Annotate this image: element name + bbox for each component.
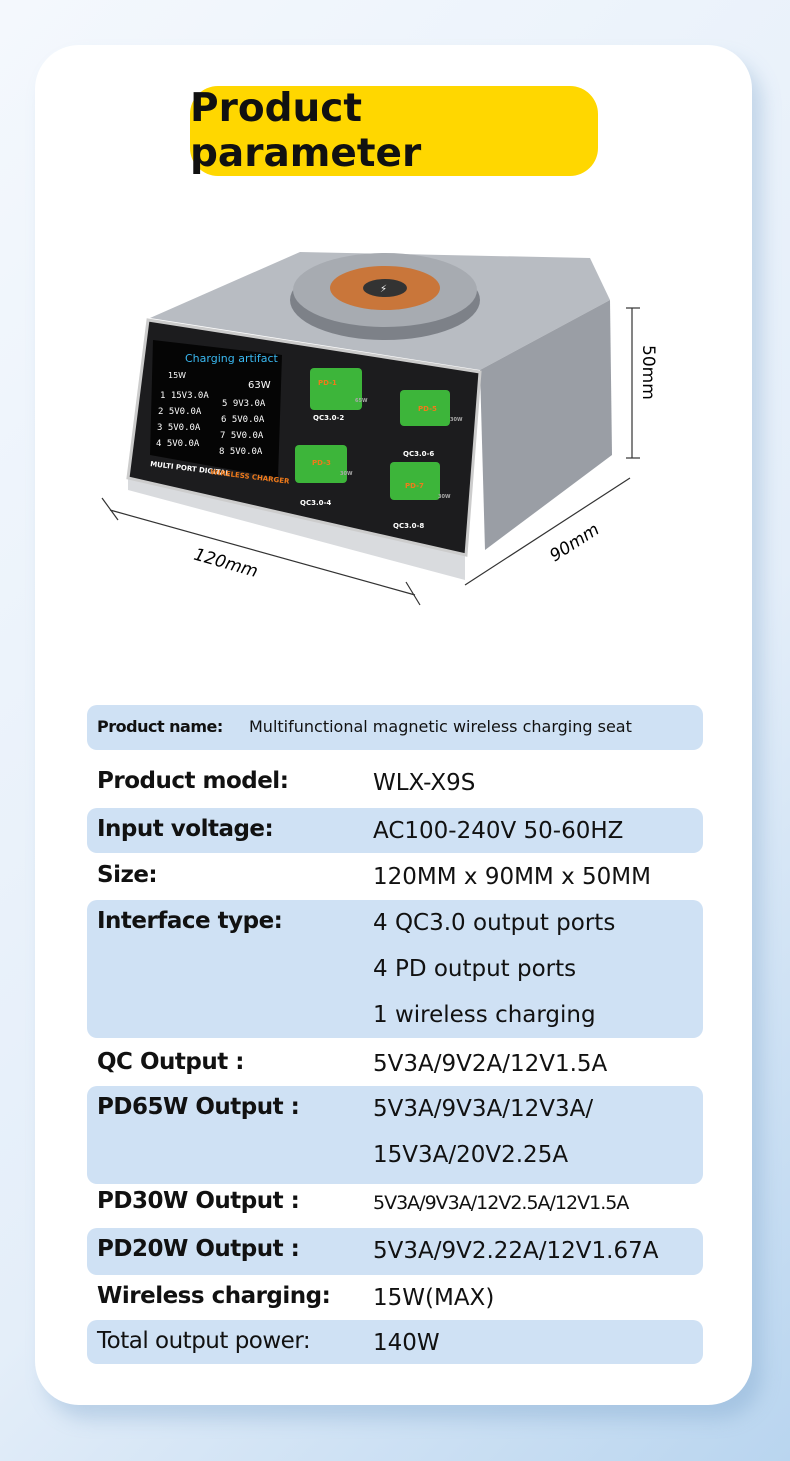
- spec-value: 1 wireless charging: [373, 1002, 596, 1028]
- spec-row-wireless: Wireless charging: 15W(MAX): [87, 1275, 703, 1320]
- port-label: PD-5: [418, 405, 437, 413]
- spec-label: PD30W Output :: [97, 1188, 300, 1214]
- port-label: QC3.0-4: [300, 499, 331, 507]
- spec-row-pd65w: PD65W Output : 5V3A/9V3A/12V3A/ 15V3A/20…: [87, 1086, 703, 1184]
- readout: 6 5V0.0A: [221, 415, 265, 425]
- port-label: QC3.0-2: [313, 414, 344, 422]
- spec-row-total-power: Total output power: 140W: [87, 1320, 703, 1364]
- spec-label: Total output power:: [97, 1328, 311, 1354]
- port-watt: 30W: [450, 417, 463, 423]
- width-dimension-label: 120mm: [192, 545, 261, 582]
- spec-value: WLX-X9S: [373, 770, 476, 796]
- port-watt: 30W: [340, 471, 353, 477]
- spec-row-size: Size: 120MM x 90MM x 50MM: [87, 854, 703, 900]
- spec-row-pd20w: PD20W Output : 5V3A/9V2.22A/12V1.67A: [87, 1228, 703, 1275]
- dimension-lines: [101, 307, 640, 606]
- spec-row-pd30w: PD30W Output : 5V3A/9V3A/12V2.5A/12V1.5A: [87, 1180, 703, 1226]
- height-dimension-label: 50mm: [638, 345, 658, 400]
- spec-value: AC100-240V 50-60HZ: [373, 818, 624, 844]
- readout: 8 5V0.0A: [219, 447, 263, 457]
- spec-value: 5V3A/9V3A/12V2.5A/12V1.5A: [373, 1192, 629, 1214]
- svg-text:⚡: ⚡: [380, 284, 387, 295]
- spec-label: Interface type:: [97, 908, 283, 934]
- spec-row-interface: Interface type: 4 QC3.0 output ports 4 P…: [87, 900, 703, 1038]
- readout: 4 5V0.0A: [156, 439, 200, 449]
- spec-row-qc-output: QC Output : 5V3A/9V2A/12V1.5A: [87, 1041, 703, 1086]
- spec-value: 140W: [373, 1330, 440, 1356]
- screen-total-value: 63W: [248, 380, 271, 391]
- spec-row-input-voltage: Input voltage: AC100-240V 50-60HZ: [87, 808, 703, 853]
- readout: 2 5V0.0A: [158, 407, 202, 417]
- spec-label: PD65W Output :: [97, 1094, 300, 1120]
- spec-value: Multifunctional magnetic wireless chargi…: [249, 717, 632, 736]
- spec-label: Product model:: [97, 768, 289, 794]
- port-watt: 30W: [438, 494, 451, 500]
- spec-value: 15W(MAX): [373, 1285, 495, 1311]
- spec-label: Wireless charging:: [97, 1283, 331, 1309]
- spec-row-product-name: Product name: Multifunctional magnetic w…: [87, 705, 703, 750]
- spec-value: 5V3A/9V2A/12V1.5A: [373, 1051, 608, 1077]
- readout: 3 5V0.0A: [157, 423, 201, 433]
- page-title: Product parameter: [190, 86, 598, 176]
- spec-value: 15V3A/20V2.25A: [373, 1142, 569, 1168]
- screen-title: Charging artifact: [185, 352, 279, 365]
- port-label: QC3.0-8: [393, 522, 424, 530]
- spec-label: Size:: [97, 862, 158, 888]
- spec-value: 5V3A/9V3A/12V3A/: [373, 1096, 594, 1122]
- readout: 5 9V3.0A: [222, 399, 266, 409]
- screen-wireless-value: 15W: [168, 371, 186, 380]
- spec-label: QC Output :: [97, 1049, 244, 1075]
- port-label: PD-7: [405, 482, 424, 490]
- spec-value: 4 PD output ports: [373, 956, 577, 982]
- port-label: QC3.0-6: [403, 450, 434, 458]
- port-watt: 65W: [355, 398, 368, 404]
- spec-value: 5V3A/9V2.22A/12V1.67A: [373, 1238, 659, 1264]
- readout: 1 15V3.0A: [160, 391, 209, 401]
- port-label: PD-3: [312, 459, 331, 467]
- spec-value: 120MM x 90MM x 50MM: [373, 864, 651, 890]
- spec-label: Input voltage:: [97, 816, 274, 842]
- spec-label: Product name:: [97, 717, 223, 736]
- spec-label: PD20W Output :: [97, 1236, 300, 1262]
- port-label: PD-1: [318, 379, 337, 387]
- charger-product-image: 120mm 90mm 50mm ⚡ Charging artifact 15W …: [101, 252, 658, 606]
- readout: 7 5V0.0A: [220, 431, 264, 441]
- spec-value: 4 QC3.0 output ports: [373, 910, 616, 936]
- spec-row-model: Product model: WLX-X9S: [87, 760, 703, 806]
